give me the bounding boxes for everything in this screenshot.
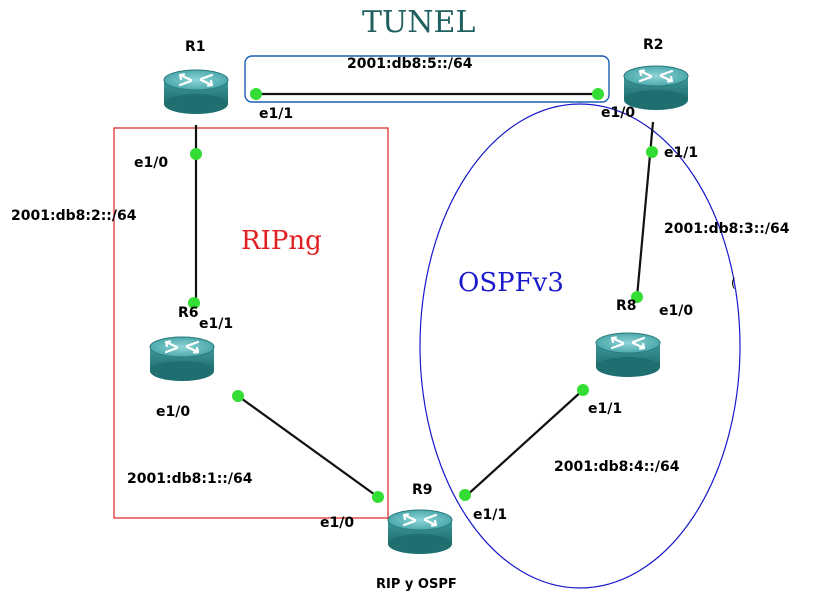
ospf-area-ellipse: [419, 103, 741, 589]
ripng-area-label: RIPng: [241, 226, 322, 256]
router-r8[interactable]: [594, 331, 662, 379]
port-dot-r1-e11: [250, 88, 262, 100]
network-label-r6-r9: 2001:db8:1::/64: [127, 471, 253, 487]
port-dot-r2-e11: [646, 146, 658, 158]
interface-label-r6-e10: e1/0: [156, 404, 191, 420]
network-label-r1-r2: 2001:db8:5::/64: [347, 56, 473, 72]
router-r2[interactable]: [622, 64, 690, 112]
router-name-r9: R9: [412, 482, 433, 498]
interface-label-r9-e11: e1/1: [473, 507, 508, 523]
interface-label-r1-e11: e1/1: [259, 106, 294, 122]
ospf-area-label: OSPFv3: [458, 268, 564, 298]
router-r6[interactable]: [148, 335, 216, 383]
port-dot-r6-e10: [232, 390, 244, 402]
interface-label-r2-e10: e1/0: [601, 105, 636, 121]
ripng-area-box: [113, 127, 389, 519]
port-dot-r2-e10: [592, 88, 604, 100]
link-r6-r9: [237, 395, 379, 498]
port-dot-r8-e10: [631, 291, 643, 303]
port-dots: [188, 88, 658, 503]
interface-label-r1-e10: e1/0: [134, 155, 169, 171]
router-r9[interactable]: [386, 508, 454, 556]
network-label-r2-r8: 2001:db8:3::/64: [664, 221, 790, 237]
router-caption-r9: RIP y OSPF: [376, 577, 457, 592]
router-name-r6: R6: [178, 305, 199, 321]
tunnel-box: [244, 55, 610, 103]
network-label-r1-r6: 2001:db8:2::/64: [11, 208, 137, 224]
port-dot-r8-e11: [577, 384, 589, 396]
router-name-r2: R2: [643, 37, 664, 53]
interface-label-r2-e11: e1/1: [664, 145, 699, 161]
interface-label-r8-e10: e1/0: [659, 303, 694, 319]
interface-label-r9-e10: e1/0: [320, 515, 355, 531]
interface-label-r6-e11: e1/1: [199, 316, 234, 332]
router-r1[interactable]: [162, 68, 230, 116]
links: [194, 92, 655, 498]
link-r8-r9: [464, 389, 584, 498]
router-name-r1: R1: [185, 39, 206, 55]
network-label-r8-r9: 2001:db8:4::/64: [554, 459, 680, 475]
port-dot-r9-e10: [372, 491, 384, 503]
interface-label-r8-e11: e1/1: [588, 401, 623, 417]
port-dot-r1-e10: [190, 148, 202, 160]
stray-mark: (: [731, 276, 736, 290]
port-dot-r9-e11: [459, 489, 471, 501]
port-dot-r6-e11: [188, 297, 200, 309]
router-name-r8: R8: [616, 298, 637, 314]
tunnel-title: TUNEL: [362, 5, 476, 40]
